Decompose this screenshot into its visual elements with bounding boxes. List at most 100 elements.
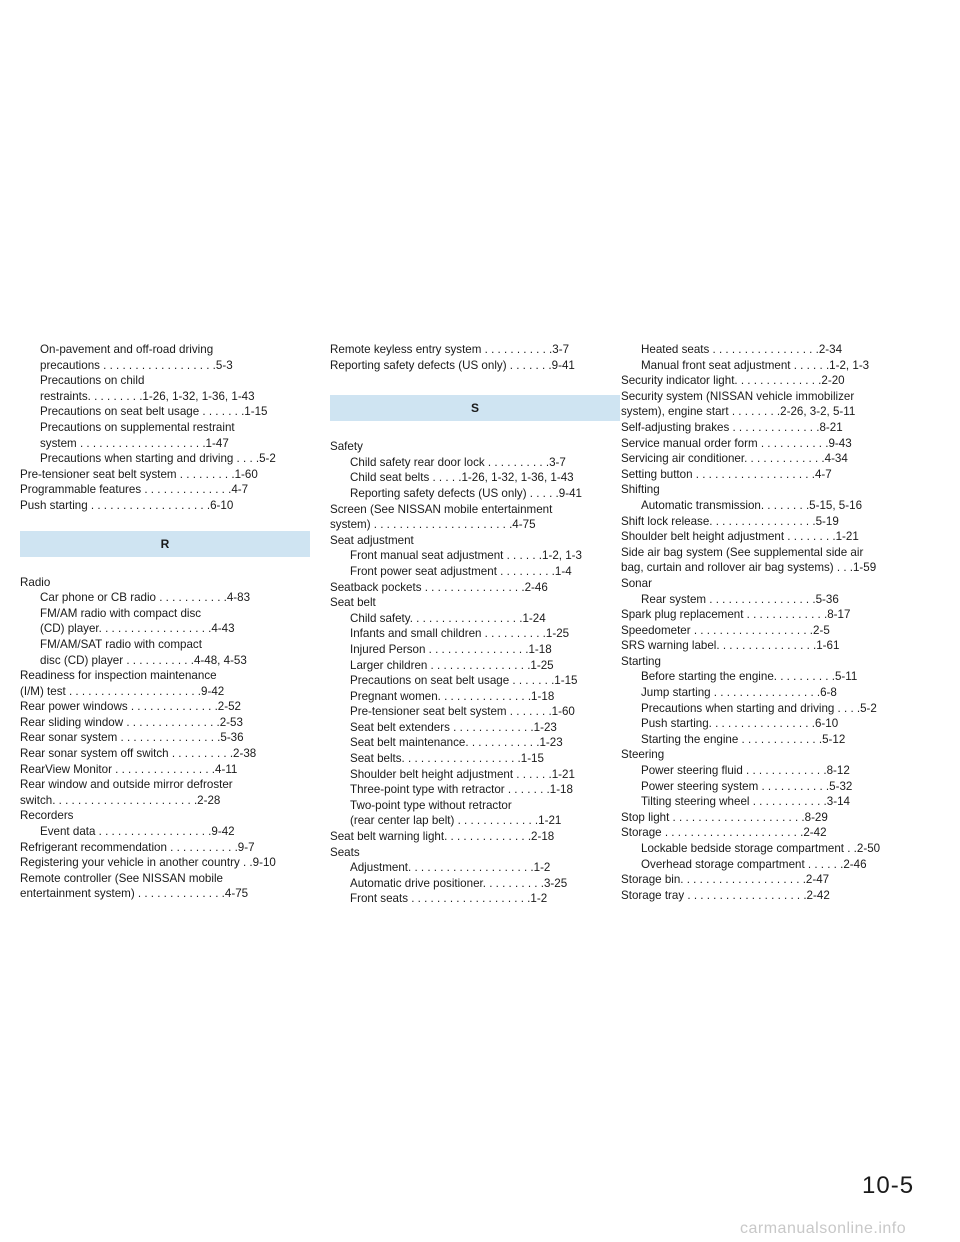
- index-subentry: Precautions on seat belt usage . . . . .…: [350, 674, 578, 688]
- index-subentry: On-pavement and off-road driving: [40, 343, 214, 356]
- index-subentry: Shoulder belt height adjustment . . . . …: [350, 767, 575, 781]
- index-subentry: precautions . . . . . . . . . . . . . . …: [40, 358, 233, 372]
- index-subentry: Precautions on child: [40, 374, 145, 388]
- index-entry: Spark plug replacement . . . . . . . . .…: [621, 608, 851, 622]
- index-subentry: Car phone or CB radio . . . . . . . . . …: [40, 591, 251, 605]
- index-entry: system) . . . . . . . . . . . . . . . . …: [330, 518, 536, 532]
- index-subentry: (rear center lap belt) . . . . . . . . .…: [350, 814, 562, 828]
- index-subentry: FM/AM radio with compact disc: [40, 606, 202, 620]
- index-entry: Service manual order form . . . . . . . …: [621, 436, 852, 450]
- watermark: carmanualsonline.info: [740, 1220, 907, 1237]
- index-entry: Rear sonar system off switch . . . . . .…: [20, 747, 257, 761]
- index-entry: Sonar: [621, 576, 652, 590]
- index-subentry: Overhead storage compartment . . . . . .…: [641, 857, 867, 871]
- index-entry: Screen (See NISSAN mobile entertainment: [330, 502, 553, 516]
- index-entry: Storage bin. . . . . . . . . . . . . . .…: [621, 873, 830, 887]
- index-entry: switch. . . . . . . . . . . . . . . . . …: [20, 793, 221, 807]
- index-entry: Programmable features . . . . . . . . . …: [20, 483, 249, 497]
- index-subentry: Three-point type with retractor . . . . …: [350, 783, 573, 797]
- index-subentry: system . . . . . . . . . . . . . . . . .…: [40, 436, 229, 450]
- section-letter-header: R: [20, 530, 310, 557]
- index-entry: Seat belt warning light. . . . . . . . .…: [330, 830, 555, 844]
- index-entry: Rear window and outside mirror defroster: [20, 778, 233, 792]
- index-entry: Remote keyless entry system . . . . . . …: [330, 343, 570, 356]
- index-entry: Security system (NISSAN vehicle immobili…: [621, 389, 855, 403]
- index-subentry: Starting the engine . . . . . . . . . . …: [641, 732, 846, 746]
- index-entry: Side air bag system (See supplemental si…: [621, 545, 864, 559]
- index-subentry: Push starting. . . . . . . . . . . . . .…: [641, 717, 839, 731]
- index-subentry: Pre-tensioner seat belt system . . . . .…: [350, 705, 575, 719]
- index-entry: Recorders: [20, 809, 74, 823]
- index-subentry: Front manual seat adjustment . . . . . .…: [350, 549, 582, 563]
- index-entry: Radio: [20, 575, 51, 589]
- index-entry: Seat belt: [330, 596, 376, 610]
- index-subentry: Jump starting . . . . . . . . . . . . . …: [641, 686, 837, 700]
- section-letter-header: S: [330, 395, 620, 422]
- index-entry: Seatback pockets . . . . . . . . . . . .…: [330, 580, 548, 594]
- index-entry: Seat adjustment: [330, 533, 414, 547]
- index-subentry: Heated seats . . . . . . . . . . . . . .…: [641, 343, 843, 356]
- index-subentry: Power steering fluid . . . . . . . . . .…: [641, 764, 850, 778]
- index-column-3: Heated seats . . . . . . . . . . . . . .…: [621, 342, 911, 903]
- index-subentry: Front seats . . . . . . . . . . . . . . …: [350, 892, 548, 906]
- index-entry: Self-adjusting brakes . . . . . . . . . …: [621, 420, 843, 434]
- index-subentry: Automatic drive positioner. . . . . . . …: [350, 876, 568, 890]
- index-subentry: Precautions when starting and driving . …: [641, 701, 877, 715]
- index-subentry: restraints. . . . . . . . .1-26, 1-32, 1…: [40, 389, 255, 403]
- index-subentry: Injured Person . . . . . . . . . . . . .…: [350, 642, 552, 656]
- index-entry: Servicing air conditioner. . . . . . . .…: [621, 452, 848, 466]
- index-subentry: Adjustment. . . . . . . . . . . . . . . …: [350, 861, 551, 875]
- index-entry: Starting: [621, 654, 661, 668]
- index-entry: Remote controller (See NISSAN mobile: [20, 871, 223, 885]
- index-entry: Rear sliding window . . . . . . . . . . …: [20, 715, 243, 729]
- index-subentry: Pregnant women. . . . . . . . . . . . . …: [350, 689, 555, 703]
- index-entry: Readiness for inspection maintenance: [20, 669, 217, 683]
- index-entry: system), engine start . . . . . . . .2-2…: [621, 405, 856, 419]
- index-subentry: Reporting safety defects (US only) . . .…: [350, 486, 582, 500]
- index-entry: Shift lock release. . . . . . . . . . . …: [621, 514, 839, 528]
- index-entry: Pre-tensioner seat belt system . . . . .…: [20, 467, 258, 481]
- index-subentry: Child safety rear door lock . . . . . . …: [350, 455, 566, 469]
- index-entry: bag, curtain and rollover air bag system…: [621, 561, 877, 575]
- page-number: 10-5: [862, 1172, 915, 1199]
- index-subentry: Event data . . . . . . . . . . . . . . .…: [40, 825, 235, 839]
- index-subentry: Larger children . . . . . . . . . . . . …: [350, 658, 554, 672]
- index-subentry: Front power seat adjustment . . . . . . …: [350, 564, 572, 578]
- index-entry: (I/M) test . . . . . . . . . . . . . . .…: [20, 684, 225, 698]
- index-entry: RearView Monitor . . . . . . . . . . . .…: [20, 762, 238, 776]
- index-subentry: Seat belts. . . . . . . . . . . . . . . …: [350, 752, 544, 766]
- index-subentry: Two-point type without retractor: [350, 798, 512, 812]
- index-subentry: Precautions on seat belt usage . . . . .…: [40, 405, 268, 419]
- index-entry: Speedometer . . . . . . . . . . . . . . …: [621, 623, 830, 637]
- index-entry: Stop light . . . . . . . . . . . . . . .…: [621, 810, 828, 824]
- index-entry: Setting button . . . . . . . . . . . . .…: [621, 467, 832, 481]
- index-subentry: Manual front seat adjustment . . . . . .…: [641, 358, 870, 372]
- index-entry: Refrigerant recommendation . . . . . . .…: [20, 840, 255, 854]
- index-subentry: Child seat belts . . . . .1-26, 1-32, 1-…: [350, 471, 574, 485]
- index-subentry: Seat belt maintenance. . . . . . . . . .…: [350, 736, 563, 750]
- index-subentry: Lockable bedside storage compartment . .…: [641, 842, 881, 855]
- index-subentry: disc (CD) player . . . . . . . . . . .4-…: [40, 653, 247, 667]
- index-subentry: Precautions on supplemental restraint: [40, 420, 235, 434]
- index-subentry: Automatic transmission. . . . . . . .5-1…: [641, 498, 863, 512]
- index-entry: Rear sonar system . . . . . . . . . . . …: [20, 731, 244, 745]
- index-column-2: Remote keyless entry system . . . . . . …: [330, 342, 620, 907]
- index-subentry: Power steering system . . . . . . . . . …: [641, 779, 853, 793]
- index-subentry: Child safety. . . . . . . . . . . . . . …: [350, 611, 546, 625]
- index-subentry: Rear system . . . . . . . . . . . . . . …: [641, 592, 839, 606]
- index-subentry: FM/AM/SAT radio with compact: [40, 637, 202, 651]
- index-entry: Storage tray . . . . . . . . . . . . . .…: [621, 888, 830, 902]
- index-entry: entertainment system) . . . . . . . . . …: [20, 887, 249, 901]
- index-entry: Steering: [621, 748, 665, 762]
- index-subentry: Tilting steering wheel . . . . . . . . .…: [641, 795, 850, 809]
- index-entry: Shoulder belt height adjustment . . . . …: [621, 530, 859, 544]
- index-entry: Security indicator light. . . . . . . . …: [621, 374, 845, 388]
- index-entry: Safety: [330, 440, 363, 454]
- index-subentry: Precautions when starting and driving . …: [40, 452, 276, 466]
- index-entry: Reporting safety defects (US only) . . .…: [330, 358, 575, 372]
- index-subentry: (CD) player. . . . . . . . . . . . . . .…: [40, 622, 235, 636]
- index-subentry: Before starting the engine. . . . . . . …: [641, 670, 858, 684]
- index-entry: SRS warning label. . . . . . . . . . . .…: [621, 639, 840, 653]
- index-column-1: On-pavement and off-road driving precauti…: [20, 342, 310, 902]
- index-entry: Push starting . . . . . . . . . . . . . …: [20, 498, 234, 512]
